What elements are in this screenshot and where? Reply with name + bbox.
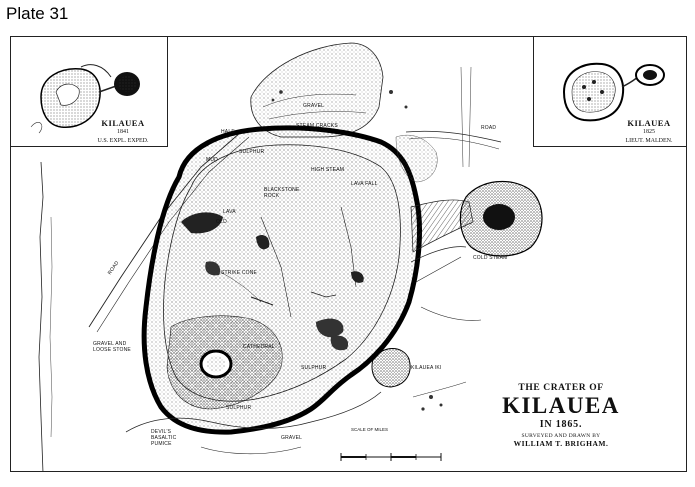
- inset-1841-drawing: [30, 64, 140, 134]
- kilauea-iki-inner: [483, 204, 515, 230]
- southwest-trail: [125, 391, 382, 433]
- title-line-1: THE CRATER OF: [518, 383, 604, 393]
- ne-tree-cluster: [395, 134, 438, 183]
- lava-patch-6: [330, 335, 349, 351]
- label-high-steam: HIGH STEAM: [311, 167, 345, 173]
- label-old: OLD: [216, 219, 227, 225]
- lava-patch-4: [205, 261, 221, 276]
- crater-map: [38, 42, 543, 471]
- label-mud: MUD: [206, 157, 218, 163]
- inset-1825-drawing: [562, 62, 665, 122]
- label-sulphur-bank: SULPHUR: [301, 365, 327, 371]
- label-devils-basalt: DEVIL'S BASALTIC PUMICE: [151, 429, 177, 447]
- plate-label: Plate 31: [6, 4, 69, 23]
- label-gravel-loose-stone: GRAVEL AND LOOSE STONE: [93, 341, 131, 353]
- label-gravel-top: GRAVEL: [303, 103, 325, 109]
- lava-patch-1: [181, 212, 223, 234]
- label-gravel-bottom: GRAVEL: [281, 435, 303, 441]
- label-steam-cracks: STEAM CRACKS: [296, 123, 338, 129]
- title-line-2: KILAUEA: [502, 393, 620, 418]
- title-line-3: IN 1865.: [539, 419, 583, 430]
- label-lava-fall: LAVA FALL: [351, 181, 378, 187]
- lava-patch-2: [256, 235, 270, 250]
- left-margin-road: [38, 161, 44, 471]
- label-hale: HALE: [221, 129, 235, 135]
- title-line-4: SURVEYED AND DRAWN BY: [521, 433, 601, 439]
- inset-1825-caption: KILAUEA 1825 LIEUT. MALDEN.: [625, 118, 673, 145]
- title-block: THE CRATER OF KILAUEA IN 1865. SURVEYED …: [501, 383, 621, 448]
- inset-1841-caption: KILAUEA 1841 U.S. EXPL. EXPED.: [97, 118, 149, 145]
- label-lava: LAVA: [223, 209, 236, 215]
- title-line-5: WILLIAM T. BRIGHAM.: [513, 439, 609, 448]
- label-sulphur-bottom: SULPHUR: [226, 405, 252, 411]
- inset-map-1841: KILAUEA 1841 U.S. EXPL. EXPED.: [11, 37, 168, 147]
- label-cold-steam: COLD STEAM: [473, 255, 508, 261]
- label-road: ROAD: [481, 125, 497, 131]
- label-blackstone-rock: BLACKSTONE ROCK: [264, 187, 300, 199]
- label-sulphur-top: SULPHUR: [239, 149, 265, 155]
- label-strike-cone: STRIKE CONE: [221, 270, 258, 276]
- lava-patch-5: [316, 318, 344, 338]
- small-pit: [371, 348, 411, 388]
- map-frame: KILAUEA 1841 U.S. EXPL. EXPED. KILAUEA 1: [10, 36, 687, 472]
- inset-map-1825: KILAUEA 1825 LIEUT. MALDEN.: [533, 37, 686, 147]
- ne-road: [405, 130, 502, 143]
- label-cathedral: CATHEDRAL: [243, 344, 275, 350]
- scale-bar: [340, 453, 442, 461]
- scale-label: SCALE OF MILES: [351, 427, 389, 432]
- label-kilauea-iki: KILAUEA IKI: [411, 365, 442, 371]
